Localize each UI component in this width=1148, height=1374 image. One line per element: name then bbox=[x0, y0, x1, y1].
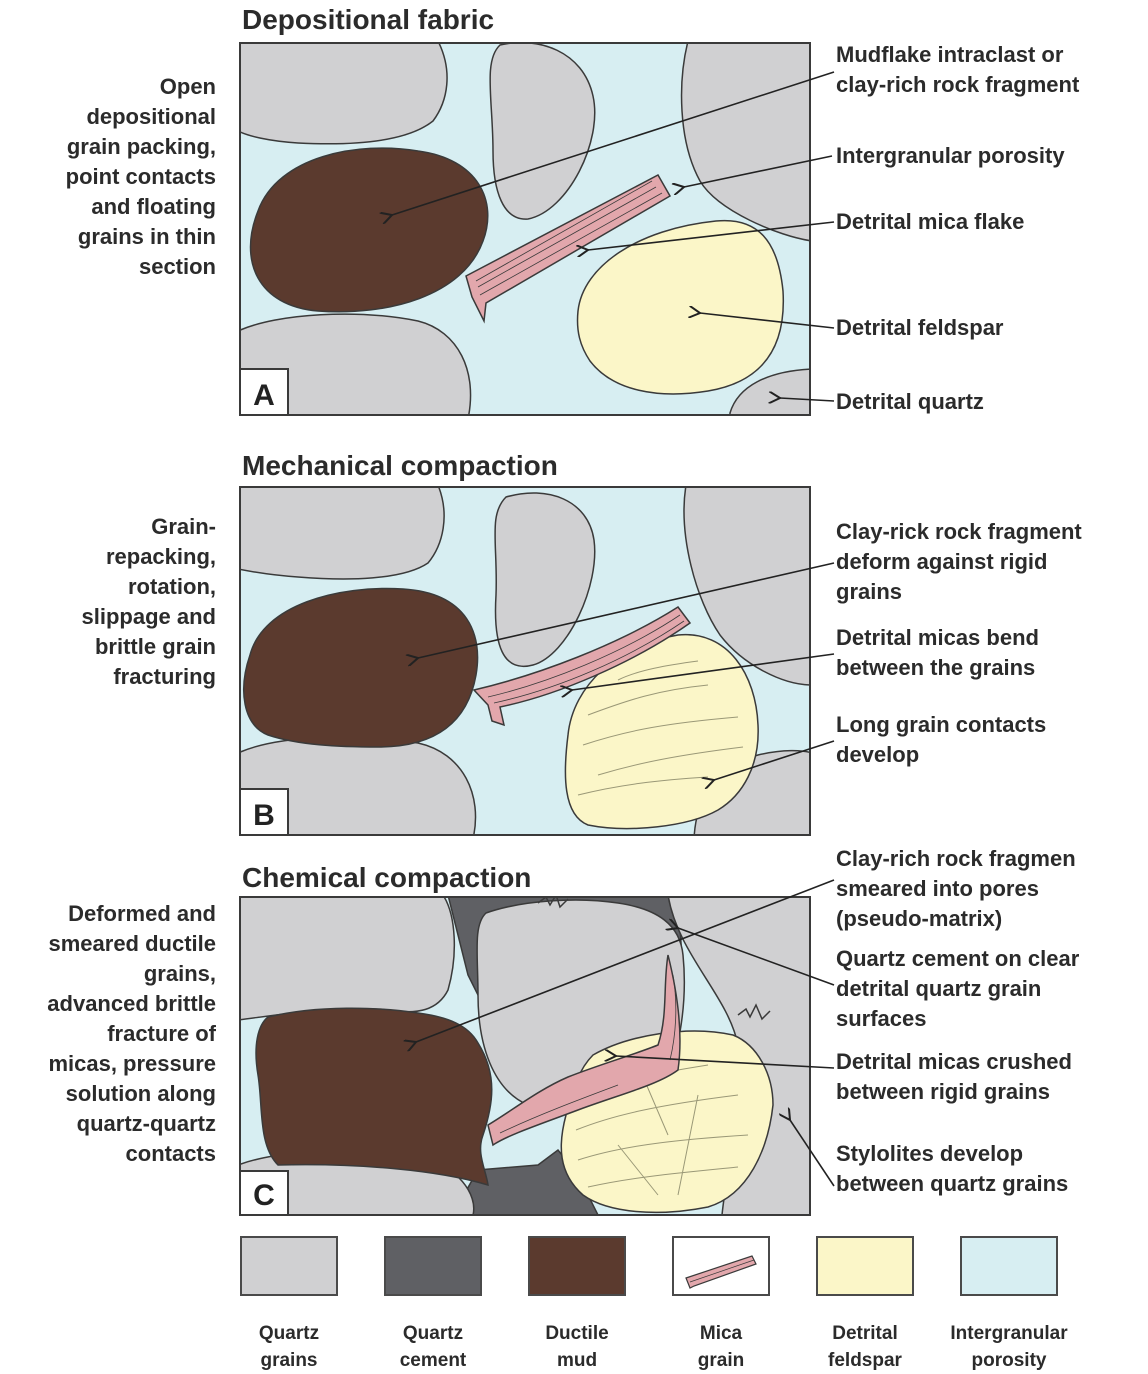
quartz-grain bbox=[238, 485, 444, 579]
callout-quartz-cement: Quartz cement on clear detrital quartz g… bbox=[836, 944, 1079, 1034]
callout-line: Detrital quartz bbox=[836, 387, 984, 417]
quartz-swatch bbox=[240, 1236, 338, 1296]
panel-b-desc-line: fracturing bbox=[82, 662, 216, 692]
callout-mudflake: Mudflake intraclast or clay-rich rock fr… bbox=[836, 40, 1079, 100]
panel-a-diagram: A bbox=[238, 41, 812, 419]
panel-a-letter: A bbox=[253, 379, 275, 412]
panel-c-desc-line: smeared ductile bbox=[47, 929, 216, 959]
panel-c-letter: C bbox=[253, 1179, 275, 1212]
callout-line: (pseudo-matrix) bbox=[836, 904, 1076, 934]
callout-line: smeared into pores bbox=[836, 874, 1076, 904]
callout-micas-bend: Detrital micas bend between the grains bbox=[836, 623, 1039, 683]
callout-line: Detrital micas crushed bbox=[836, 1047, 1072, 1077]
panel-a-description: Open depositional grain packing, point c… bbox=[66, 72, 216, 282]
callout-line: between rigid grains bbox=[836, 1077, 1072, 1107]
callout-stylolites: Stylolites develop between quartz grains bbox=[836, 1139, 1068, 1199]
callout-porosity: Intergranular porosity bbox=[836, 141, 1065, 171]
panel-c-desc-line: advanced brittle bbox=[47, 989, 216, 1019]
panel-c-desc-line: grains, bbox=[47, 959, 216, 989]
panel-c-desc-line: Deformed and bbox=[47, 899, 216, 929]
panel-b-desc-line: slippage and bbox=[82, 602, 216, 632]
porosity-swatch bbox=[960, 1236, 1058, 1296]
callout-clay-fragment-deform: Clay-rick rock fragment deform against r… bbox=[836, 517, 1082, 607]
panel-c-desc-line: quartz-quartz bbox=[47, 1109, 216, 1139]
panel-b-description: Grain- repacking, rotation, slippage and… bbox=[82, 512, 216, 692]
cement-swatch bbox=[384, 1236, 482, 1296]
mudflake-grain bbox=[256, 1008, 492, 1185]
panel-a-desc-line: depositional bbox=[66, 102, 216, 132]
panel-b-title: Mechanical compaction bbox=[242, 450, 558, 482]
panel-b-desc-line: Grain- bbox=[82, 512, 216, 542]
callout-line: Mudflake intraclast or bbox=[836, 40, 1079, 70]
panel-c-desc-line: solution along bbox=[47, 1079, 216, 1109]
callout-line: Detrital mica flake bbox=[836, 207, 1024, 237]
callout-line: grains bbox=[836, 577, 1082, 607]
panel-b-desc-line: brittle grain bbox=[82, 632, 216, 662]
panel-a-desc-line: and floating bbox=[66, 192, 216, 222]
panel-a-desc-line: Open bbox=[66, 72, 216, 102]
panel-a-title: Depositional fabric bbox=[242, 4, 494, 36]
panel-c-description: Deformed and smeared ductile grains, adv… bbox=[47, 899, 216, 1169]
panel-c-desc-line: fracture of bbox=[47, 1019, 216, 1049]
panel-b-letter: B bbox=[253, 799, 275, 832]
panel-b-desc-line: rotation, bbox=[82, 572, 216, 602]
mud-swatch bbox=[528, 1236, 626, 1296]
feldspar-swatch bbox=[816, 1236, 914, 1296]
callout-line: Quartz cement on clear bbox=[836, 944, 1079, 974]
panel-a-desc-line: point contacts bbox=[66, 162, 216, 192]
callout-pseudo-matrix: Clay-rich rock fragmen smeared into pore… bbox=[836, 844, 1076, 934]
callout-line: surfaces bbox=[836, 1004, 1079, 1034]
panel-a-desc-line: section bbox=[66, 252, 216, 282]
quartz-grain bbox=[238, 41, 447, 144]
callout-line: between quartz grains bbox=[836, 1169, 1068, 1199]
panel-c-diagram: C bbox=[238, 895, 812, 1219]
callout-line: Detrital micas bend bbox=[836, 623, 1039, 653]
callout-line: Long grain contacts bbox=[836, 710, 1046, 740]
callout-line: clay-rich rock fragment bbox=[836, 70, 1079, 100]
panel-c-desc-line: micas, pressure bbox=[47, 1049, 216, 1079]
mica-swatch-icon bbox=[674, 1238, 768, 1294]
callout-mica: Detrital mica flake bbox=[836, 207, 1024, 237]
callout-line: Clay-rich rock fragmen bbox=[836, 844, 1076, 874]
callout-line: Clay-rick rock fragment bbox=[836, 517, 1082, 547]
callout-quartz: Detrital quartz bbox=[836, 387, 984, 417]
panel-a-desc-line: grain packing, bbox=[66, 132, 216, 162]
callout-line: Detrital feldspar bbox=[836, 313, 1004, 343]
quartz-grain bbox=[238, 895, 454, 1020]
callout-long-contacts: Long grain contacts develop bbox=[836, 710, 1046, 770]
callout-line: Intergranular porosity bbox=[836, 141, 1065, 171]
callout-line: Stylolites develop bbox=[836, 1139, 1068, 1169]
callout-line: develop bbox=[836, 740, 1046, 770]
callout-feldspar: Detrital feldspar bbox=[836, 313, 1004, 343]
callout-line: between the grains bbox=[836, 653, 1039, 683]
panel-c-desc-line: contacts bbox=[47, 1139, 216, 1169]
panel-b-diagram: B bbox=[238, 485, 812, 839]
mica-swatch bbox=[672, 1236, 770, 1296]
panel-c-title: Chemical compaction bbox=[242, 862, 531, 894]
callout-micas-crushed: Detrital micas crushed between rigid gra… bbox=[836, 1047, 1072, 1107]
callout-line: deform against rigid bbox=[836, 547, 1082, 577]
panel-a-desc-line: grains in thin bbox=[66, 222, 216, 252]
panel-b-desc-line: repacking, bbox=[82, 542, 216, 572]
callout-line: detrital quartz grain bbox=[836, 974, 1079, 1004]
